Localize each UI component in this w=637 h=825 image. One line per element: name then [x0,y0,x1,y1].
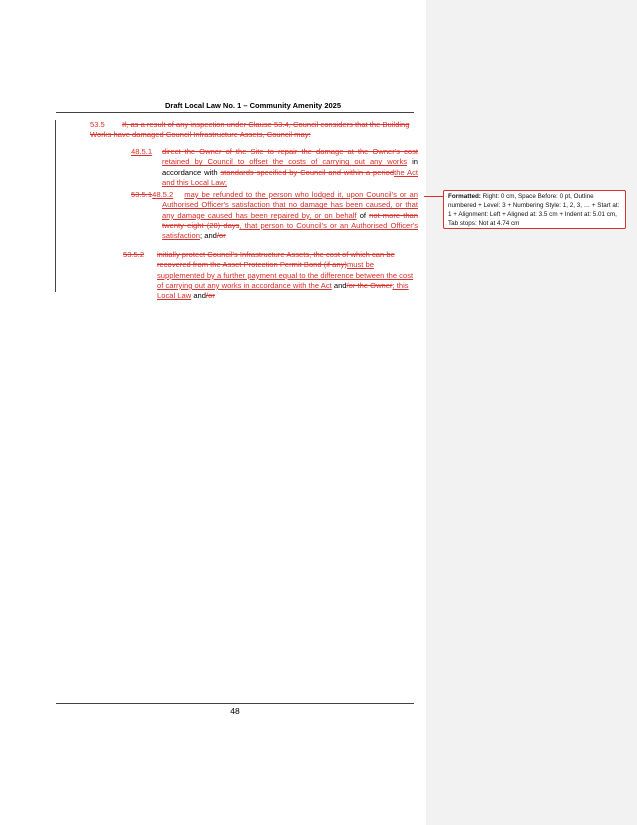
inserted-number: 48.5.2 [152,190,174,199]
inserted-text: retained by Council to offset the costs … [162,157,408,167]
inserted-text: , that person to Council's or an Authori… [162,220,418,241]
plain-text: and [331,280,347,290]
deleted-text: standards specified by Council and withi… [220,167,395,177]
deleted-text: /or [216,231,226,241]
footer-rule [56,703,414,704]
clause-number: 53.5 [90,120,105,129]
comment-label: Formatted: [448,193,481,200]
clause-text: If, as a result of any inspection under … [90,120,410,140]
page-header-title: Draft Local Law No. 1 – Community Amenit… [164,101,341,110]
inserted-text: ; this Local Law [157,280,409,301]
comment-pane [426,0,637,825]
page-number: 48 [230,706,240,716]
plain-text: and [191,291,206,301]
clause-number: 53.5.2 [123,250,145,259]
change-bar [55,120,56,292]
clause-48-5-1[interactable]: 48.5.1 direct the Owner of the Site to re… [131,147,419,188]
comment-connector [424,196,443,197]
deleted-text: /or the Owner [346,280,393,290]
clause-number: 48.5.1 [131,147,153,156]
deleted-text: /or [205,291,215,301]
comment-text: Right: 0 cm, Space Before: 0 pt, Outline… [448,193,620,227]
plain-text: ; and [200,231,217,241]
header-rule [56,112,414,113]
inserted-text: the Act and this Local Law; [162,167,419,187]
inserted-text: may be refunded to the person who lodged… [162,190,418,220]
inserted-text: must be supplemented by a further paymen… [157,260,414,290]
deleted-text: initially protect Council's Infrastructu… [157,250,395,270]
clause-53-5-2[interactable]: 53.5.2 initially protect Council's Infras… [123,250,418,301]
plain-text: in accordance with [162,157,418,177]
deleted-text: direct the Owner of the Site to repair t… [162,147,418,156]
deleted-number: 53.5.1 [131,190,153,199]
formatting-comment-balloon[interactable]: Formatted: Right: 0 cm, Space Before: 0 … [443,190,626,229]
deleted-text: not more than twenty eight (28) days [162,210,418,230]
plain-text: of [356,210,370,220]
